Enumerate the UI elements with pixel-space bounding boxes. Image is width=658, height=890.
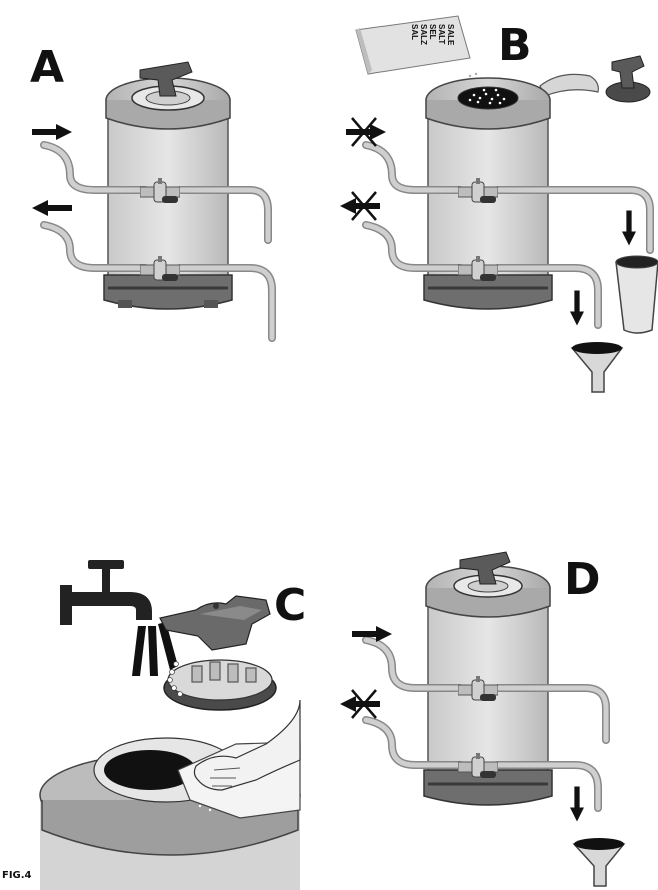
- control-valve-head: [159, 595, 277, 711]
- lid-handle-a: [139, 61, 193, 97]
- removed-lid-b: [539, 55, 651, 103]
- hoses-d: [362, 636, 610, 812]
- softener-tank-a: [103, 77, 233, 310]
- panel-letter-a: A: [30, 42, 64, 93]
- salt-box: SALE SALT SEL SALZ SAL: [355, 15, 471, 75]
- panel-a: A: [30, 42, 276, 342]
- panel-b: B SALE SALT SEL SALZ SAL: [340, 15, 658, 393]
- down-arrow-icon: [570, 290, 584, 326]
- panel-letter-d: D: [564, 554, 601, 605]
- drain-funnel-d: [572, 838, 626, 887]
- salt-box-line: SALE: [446, 24, 455, 46]
- salt-box-line: SAL: [410, 24, 419, 40]
- salt-box-line: SEL: [428, 24, 437, 40]
- down-arrow-icon: [570, 786, 584, 822]
- tap-icon: [60, 560, 152, 625]
- lid-handle-d: [459, 551, 511, 585]
- hoses-b: [362, 141, 654, 329]
- outflow-arrow-icon: [32, 200, 72, 216]
- blocked-outflow-arrow-icon: [340, 191, 380, 221]
- collecting-cup: [615, 255, 658, 334]
- blocked-inflow-arrow-icon: [346, 117, 386, 147]
- hand-icon: [193, 699, 301, 791]
- softener-tank-d: [423, 565, 553, 806]
- panel-letter-b: B: [498, 20, 532, 71]
- salt-box-line: SALT: [437, 24, 446, 44]
- hoses-a: [40, 141, 276, 342]
- panel-d: D: [340, 551, 626, 887]
- drain-funnel-b: [570, 342, 624, 393]
- inflow-arrow-icon: [32, 124, 72, 140]
- panel-letter-c: C: [274, 580, 306, 631]
- salt-box-line: SALZ: [419, 24, 428, 45]
- figure-label: FIG.4: [2, 870, 32, 881]
- panel-c: C: [39, 560, 306, 890]
- water-stream: [132, 622, 178, 676]
- down-arrow-icon: [622, 210, 636, 246]
- blocked-outflow-arrow-icon: [340, 689, 380, 719]
